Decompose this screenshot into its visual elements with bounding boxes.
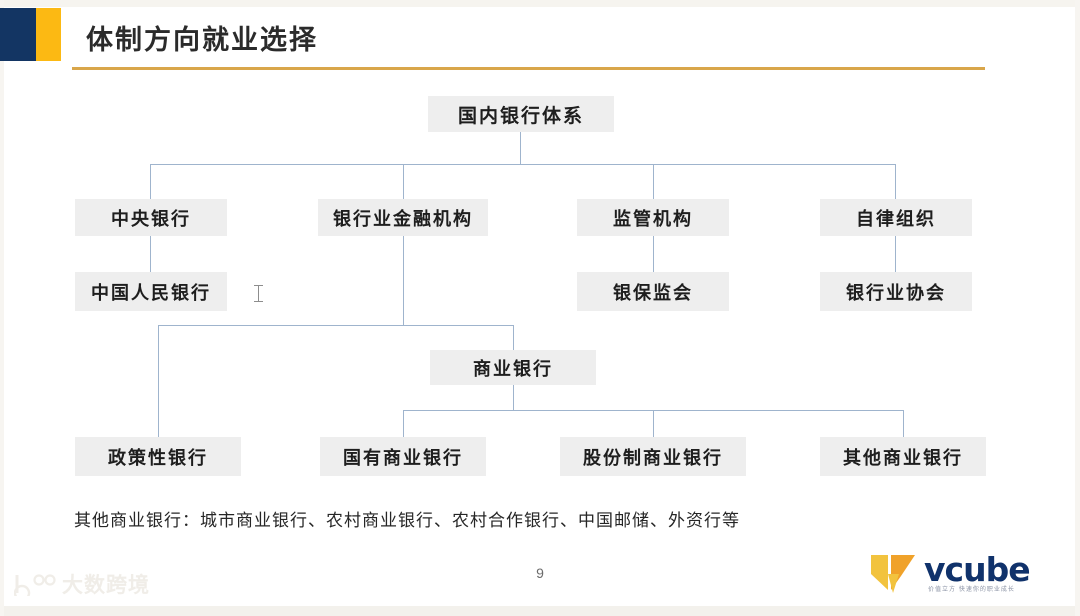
node-root-national-banking-system[interactable]: 国内银行体系 <box>428 96 614 132</box>
vcube-logo-mark <box>871 555 915 593</box>
connector-selfreg-to-assoc <box>895 236 896 272</box>
title-amber-block <box>36 8 61 61</box>
node-joint-stock-commercial-bank[interactable]: 股份制商业银行 <box>560 437 746 476</box>
page-title: 体制方向就业选择 <box>86 25 318 56</box>
connector-drop-other <box>903 410 904 437</box>
connector-drop-regulator <box>653 164 654 199</box>
page-edge-left <box>0 0 4 616</box>
vcube-logo-tagline: 价值立方 快速你的职业成长 <box>928 586 1015 593</box>
node-central-bank[interactable]: 中央银行 <box>75 199 227 236</box>
node-cbirc[interactable]: 银保监会 <box>577 272 729 311</box>
node-self-regulatory-organization[interactable]: 自律组织 <box>820 199 972 236</box>
connector-regulator-to-cbirc <box>653 236 654 272</box>
connector-drop-jointstock <box>653 410 654 437</box>
watermark-logo-icon <box>14 574 56 596</box>
node-banking-association[interactable]: 银行业协会 <box>820 272 972 311</box>
page-edge-top <box>0 0 1080 7</box>
node-peoples-bank-of-china[interactable]: 中国人民银行 <box>75 272 227 311</box>
vcube-logo-text: vcube <box>924 550 1031 589</box>
connector-central-to-pboc <box>150 236 151 272</box>
connector-drop-selfreg <box>895 164 896 199</box>
node-banking-financial-institutions[interactable]: 银行业金融机构 <box>318 199 488 236</box>
title-divider-rule <box>72 67 985 70</box>
page-edge-right <box>1075 0 1080 616</box>
title-navy-block <box>0 8 36 61</box>
watermark: 大数跨境 <box>14 567 150 601</box>
node-policy-bank[interactable]: 政策性银行 <box>75 437 241 476</box>
node-regulatory-authority[interactable]: 监管机构 <box>577 199 729 236</box>
connector-commercial-stem <box>513 385 514 410</box>
connector-level1-bus <box>150 164 896 165</box>
node-other-commercial-bank[interactable]: 其他商业银行 <box>820 437 986 476</box>
page-edge-bottom <box>0 606 1080 616</box>
connector-drop-bankingfi <box>403 164 404 199</box>
connector-drop-central <box>150 164 151 199</box>
node-commercial-bank[interactable]: 商业银行 <box>430 350 596 385</box>
connector-bankingfi-bus <box>158 325 513 326</box>
footnote-other-commercial-banks: 其他商业银行：城市商业银行、农村商业银行、农村合作银行、中国邮储、外资行等 <box>74 511 740 531</box>
vcube-logo: vcube 价值立方 快速你的职业成长 <box>868 550 1073 602</box>
node-state-owned-commercial-bank[interactable]: 国有商业银行 <box>320 437 486 476</box>
text-cursor-icon <box>254 284 263 303</box>
connector-root-stem <box>520 131 521 164</box>
page-number: 9 <box>536 565 544 581</box>
connector-drop-policybank <box>158 325 159 437</box>
watermark-text: 大数跨境 <box>62 573 150 597</box>
connector-bankingfi-stem <box>403 236 404 325</box>
connector-drop-state <box>403 410 404 437</box>
connector-drop-commercial <box>513 325 514 350</box>
